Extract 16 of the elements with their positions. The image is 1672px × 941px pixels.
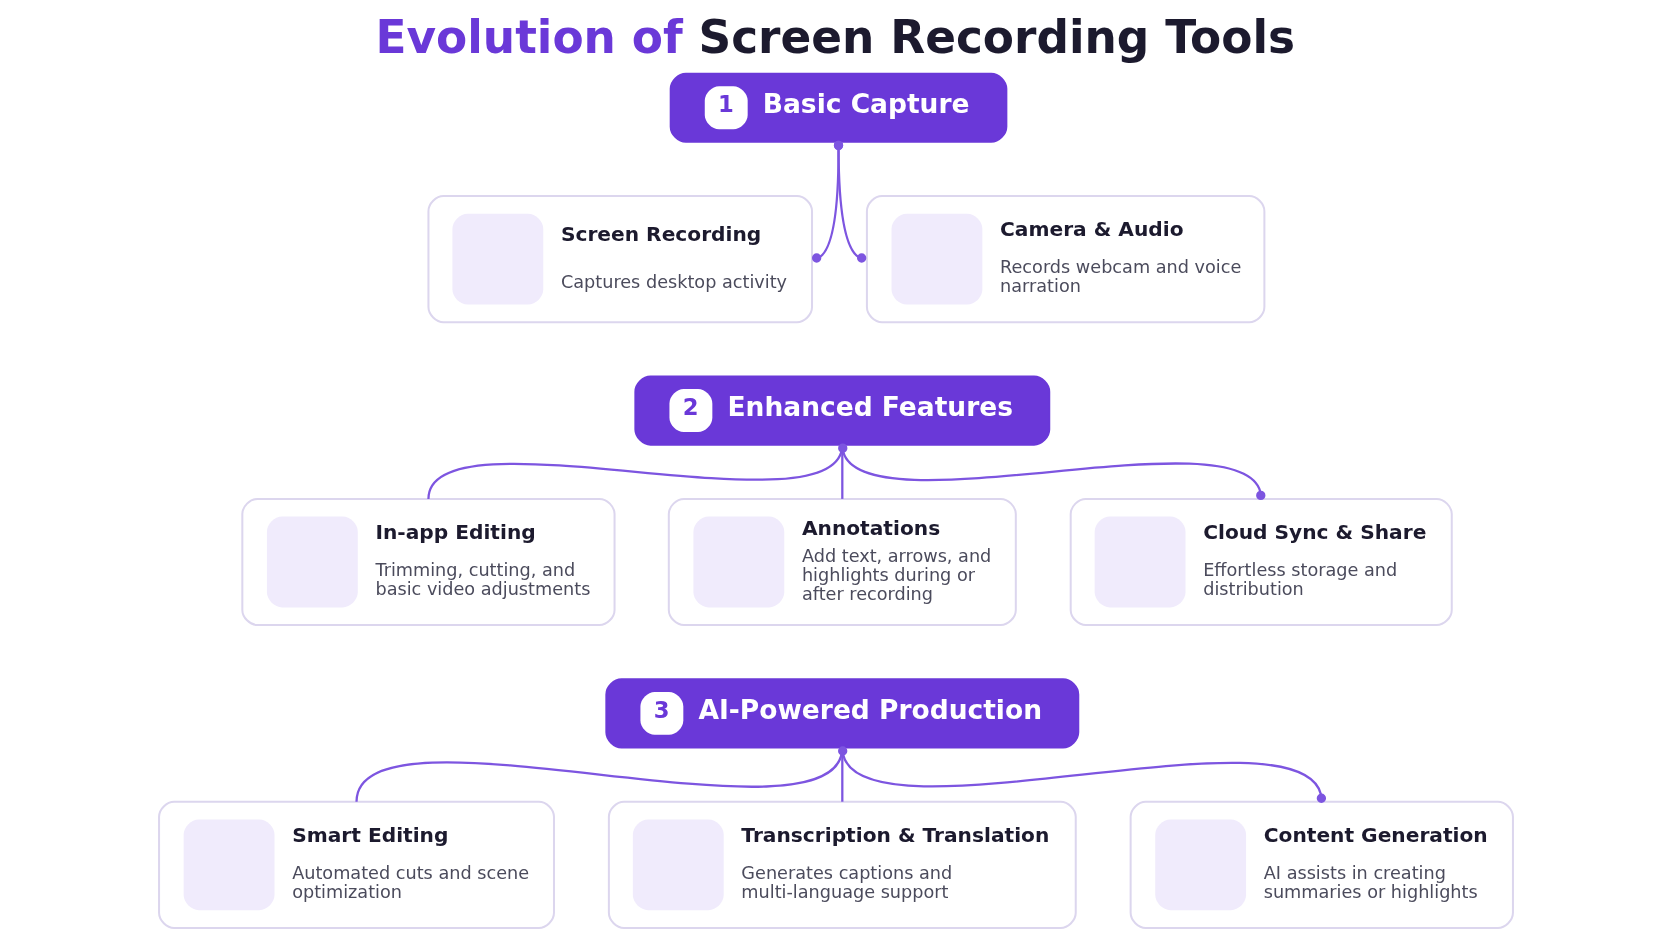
node-box: Screen Recording Captures desktop activity — [427, 195, 814, 324]
node-box: In-app Editing Trimming, cutting, and basic video adjustments — [241, 497, 616, 627]
node-box: Cloud Sync & Share Effortless storage and distribution — [1069, 497, 1453, 627]
node-box: 2 Enhanced Features — [634, 375, 1051, 446]
connector — [811, 140, 844, 263]
node-box: 3 AI-Powered Production — [605, 678, 1080, 749]
node-box: Transcription & Translation Generates captions and multi-language support — [607, 800, 1077, 929]
node-box: Annotations Add text, arrows, and highlights during or after recording — [667, 497, 1017, 627]
connector — [838, 746, 1327, 803]
node-box: Camera & Audio Records webcam and voice narration — [865, 195, 1266, 324]
connector — [833, 140, 867, 263]
node-box: Smart Editing Automated cuts and scene optimization — [158, 800, 555, 929]
diagram-title: Evolution of Screen Recording Tools — [375, 11, 1296, 65]
node-box: 1 Basic Capture — [669, 72, 1008, 143]
connector — [838, 443, 1266, 501]
node-box: Content Generation AI assists in creating summaries or highlights — [1129, 800, 1514, 929]
